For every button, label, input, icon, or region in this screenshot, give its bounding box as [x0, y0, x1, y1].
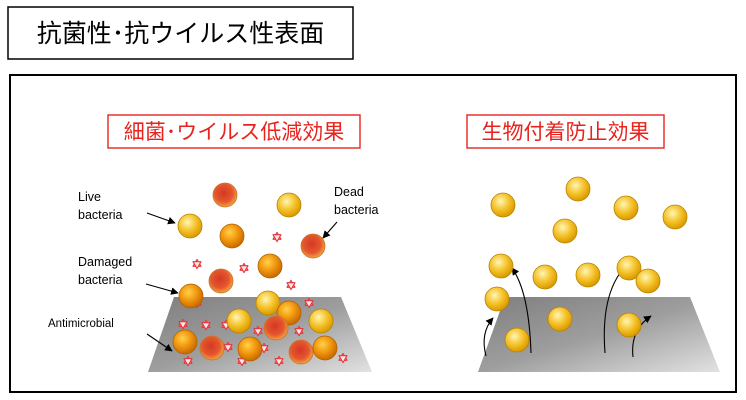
label-antimicrobial: Antimicrobial [48, 318, 114, 330]
live-bacterium [613, 195, 639, 221]
live-bacterium [547, 306, 573, 332]
dead-bacterium [300, 233, 326, 259]
live-bacterium [616, 255, 642, 281]
label-live-bacteria: Live bacteria [78, 190, 123, 222]
left-subtitle: 細菌･ウイルス低減効果 [124, 120, 345, 144]
right-bacteria [484, 176, 688, 353]
damaged-bacterium [172, 329, 198, 355]
live-bacterium [575, 262, 601, 288]
left-bacteria [172, 182, 338, 365]
live-bacterium [616, 312, 642, 338]
arrow-damaged-bacteria [145, 283, 179, 295]
live-bacterium [504, 327, 530, 353]
arrow-live-bacteria [146, 212, 176, 225]
live-bacterium [226, 308, 252, 334]
live-bacterium [488, 253, 514, 279]
damaged-bacterium [257, 253, 283, 279]
live-bacterium [484, 286, 510, 312]
live-bacterium [255, 290, 281, 316]
dead-bacterium [199, 335, 225, 361]
dead-bacterium [208, 268, 234, 294]
damaged-bacterium [178, 283, 204, 309]
left-subtitle-box: 細菌･ウイルス低減効果 [107, 114, 361, 149]
dead-bacterium [212, 182, 238, 208]
live-bacterium [276, 192, 302, 218]
title-box: 抗菌性･抗ウイルス性表面 [7, 6, 354, 60]
left-panel: 細菌･ウイルス低減効果 Live bacteria Dead bacteria … [48, 114, 379, 372]
damaged-bacterium [219, 223, 245, 249]
live-bacterium [565, 176, 591, 202]
live-bacterium [662, 204, 688, 230]
live-bacterium [308, 308, 334, 334]
live-bacterium [532, 264, 558, 290]
live-bacterium [635, 268, 661, 294]
damaged-bacterium [237, 336, 263, 362]
live-bacterium [490, 192, 516, 218]
right-subtitle: 生物付着防止効果 [482, 120, 650, 144]
live-bacterium [552, 218, 578, 244]
dead-bacterium [263, 315, 289, 341]
arrow-dead-bacteria [322, 221, 338, 239]
detach-arrow [511, 267, 532, 354]
live-bacterium [177, 213, 203, 239]
page-title: 抗菌性･抗ウイルス性表面 [37, 19, 325, 48]
dead-bacterium [288, 339, 314, 365]
detach-arrow [483, 317, 494, 357]
label-dead-bacteria: Dead bacteria [334, 185, 379, 217]
damaged-bacterium [312, 335, 338, 361]
right-subtitle-box: 生物付着防止効果 [466, 114, 665, 149]
label-damaged-bacteria: Damaged bacteria [78, 255, 136, 287]
antifouling-surface [478, 297, 720, 372]
arrow-antimicrobial [146, 333, 173, 352]
right-panel: 生物付着防止効果 [466, 114, 720, 372]
